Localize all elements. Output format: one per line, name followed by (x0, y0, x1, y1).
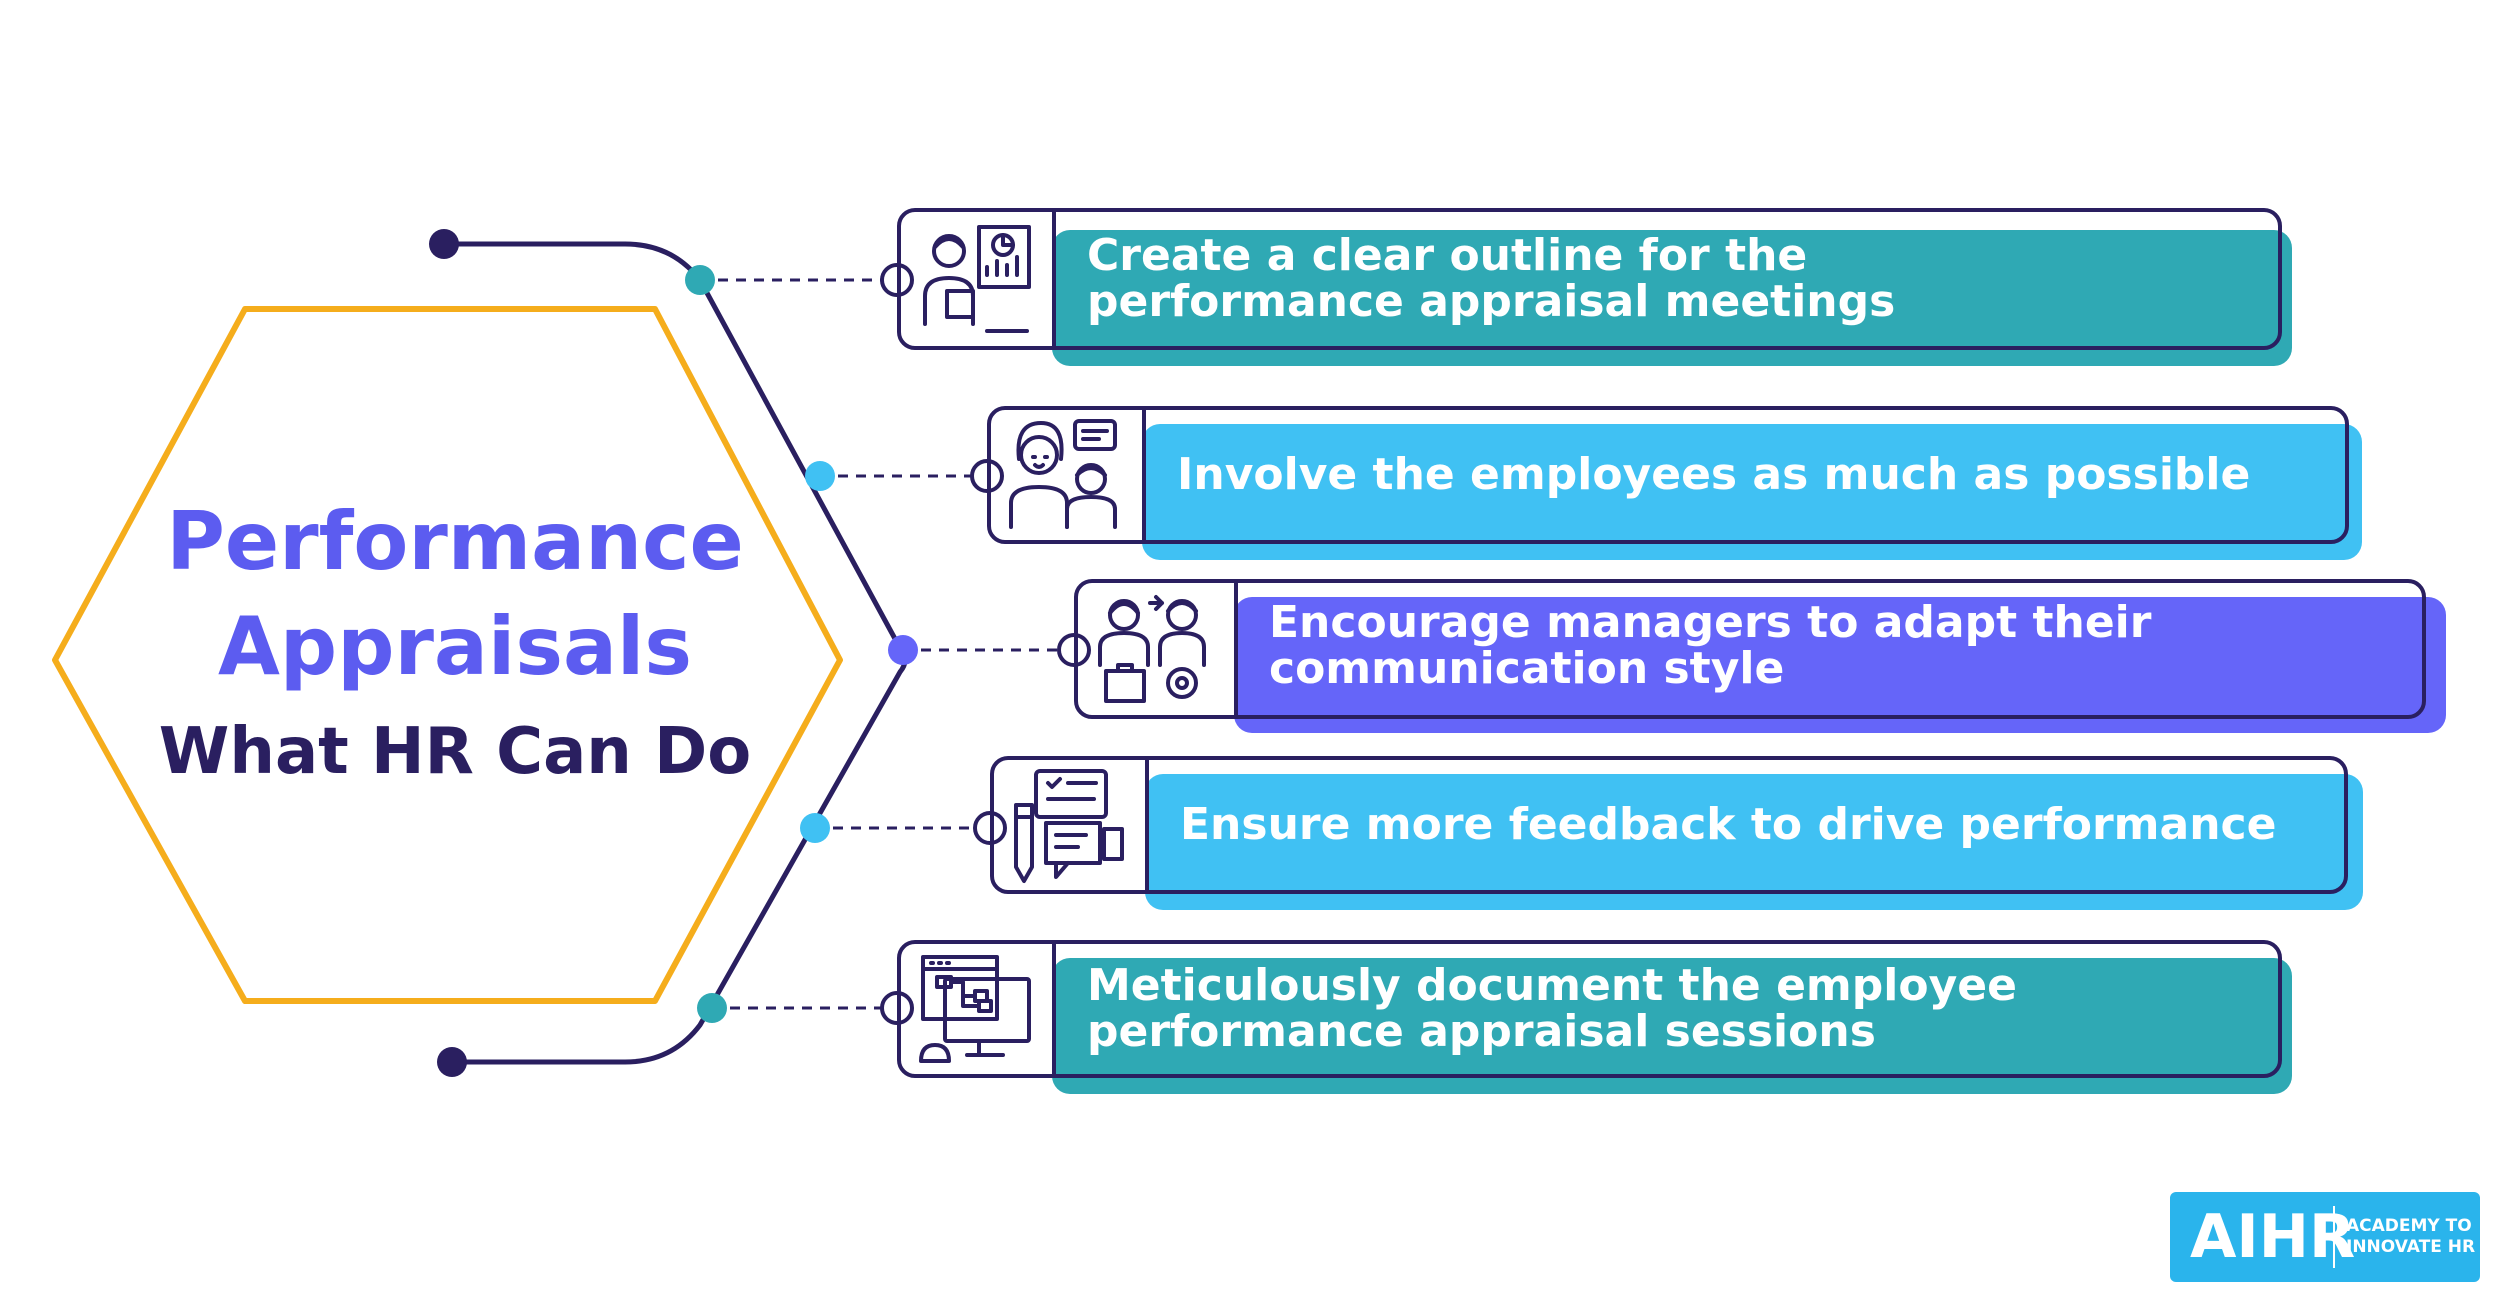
logo-brand: AIHR (2190, 1202, 2356, 1272)
connector-node-3 (888, 635, 918, 665)
logo-tagline: ACADEMY TO INNOVATE HR (2346, 1216, 2476, 1257)
connector-node-1 (685, 265, 715, 295)
card-icon-cell (897, 208, 1056, 350)
card-icon-cell (1074, 579, 1238, 719)
subtitle: What HR Can Do (158, 715, 752, 789)
connector-node-2 (805, 461, 835, 491)
card-fill (1142, 424, 2362, 560)
item-text-5: Meticulously document the employee perfo… (1087, 960, 2017, 1057)
logo-divider (2333, 1206, 2335, 1268)
card-fill (1234, 597, 2446, 733)
item-card-5: Meticulously document the employee perfo… (897, 940, 2297, 1100)
item-card-2: Involve the employees as much as possibl… (987, 406, 2367, 566)
item-card-4: Ensure more feedback to drive performanc… (990, 756, 2370, 916)
title-line-2: Appraisals (218, 600, 692, 693)
card-fill (1145, 774, 2363, 910)
card-outline (987, 406, 2349, 544)
item-text-4: Ensure more feedback to drive performanc… (1180, 799, 2277, 850)
item-card-1: Create a clear outline for the performan… (897, 208, 2297, 368)
card-outline (897, 940, 2282, 1078)
connector-node-5 (697, 993, 727, 1023)
card-icon-cell (987, 406, 1146, 544)
feedback-icon (1014, 769, 1124, 883)
document-computer-icon (919, 955, 1031, 1063)
item-text-2: Involve the employees as much as possibl… (1177, 449, 2251, 500)
card-icon-cell (990, 756, 1149, 894)
item-card-3: Encourage managers to adapt their commun… (1074, 579, 2454, 739)
employees-chat-icon (1009, 419, 1117, 529)
item-text-1: Create a clear outline for the performan… (1087, 230, 1896, 327)
item-text-3: Encourage managers to adapt their commun… (1269, 597, 2152, 694)
presentation-icon (923, 225, 1031, 333)
card-outline (990, 756, 2348, 894)
card-icon-cell (897, 940, 1056, 1078)
card-outline (897, 208, 2282, 350)
title-line-1: Performance (166, 495, 744, 588)
spine-bottom-endpoint (437, 1047, 467, 1077)
card-outline (1074, 579, 2426, 719)
title-hexagon (52, 306, 843, 1004)
communication-icon (1098, 595, 1206, 703)
spine-top-endpoint (429, 229, 459, 259)
card-fill (1052, 230, 2292, 366)
connector-node-4 (800, 813, 830, 843)
aihr-logo: AIHR ACADEMY TO INNOVATE HR (2170, 1192, 2480, 1282)
card-fill (1052, 958, 2292, 1094)
